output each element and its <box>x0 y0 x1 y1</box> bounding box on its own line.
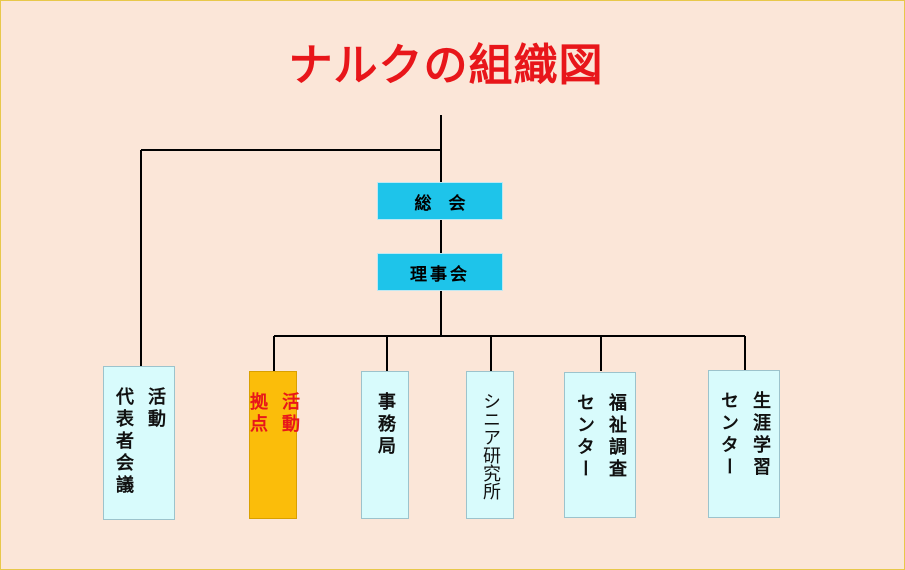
general-assembly-label: 総 会 <box>414 193 466 214</box>
activity-base-label-line2: 拠点 <box>247 392 268 436</box>
welfare-center-label-line2: センター <box>574 393 595 481</box>
general-assembly-box: 総 会 <box>377 182 503 220</box>
learning-center-label-line1: 生涯学習 <box>750 391 771 479</box>
activity-base-label-line1: 活動 <box>279 392 300 436</box>
senior-institute-label: シニア研究所 <box>480 392 501 500</box>
learning-center-label-line2: センター <box>718 391 739 479</box>
welfare-center-label-line1: 福祉調査 <box>606 393 627 481</box>
senior-institute-box: シニア研究所 <box>466 371 514 519</box>
board-label: 理事会 <box>410 264 470 285</box>
activity-base-box: 活動 拠点 <box>247 371 300 519</box>
chart-title: ナルクの組織図 <box>288 40 604 91</box>
rep-council-label-line2: 代表者会議 <box>113 387 134 497</box>
board-box: 理事会 <box>377 253 503 291</box>
rep-council-box: 活動 代表者会議 <box>103 366 175 520</box>
rep-council-label-line1: 活動 <box>145 387 166 431</box>
welfare-center-box: 福祉調査 センター <box>564 372 636 518</box>
secretariat-box: 事務局 <box>361 371 409 519</box>
secretariat-label: 事務局 <box>375 392 396 458</box>
learning-center-box: 生涯学習 センター <box>708 370 780 518</box>
